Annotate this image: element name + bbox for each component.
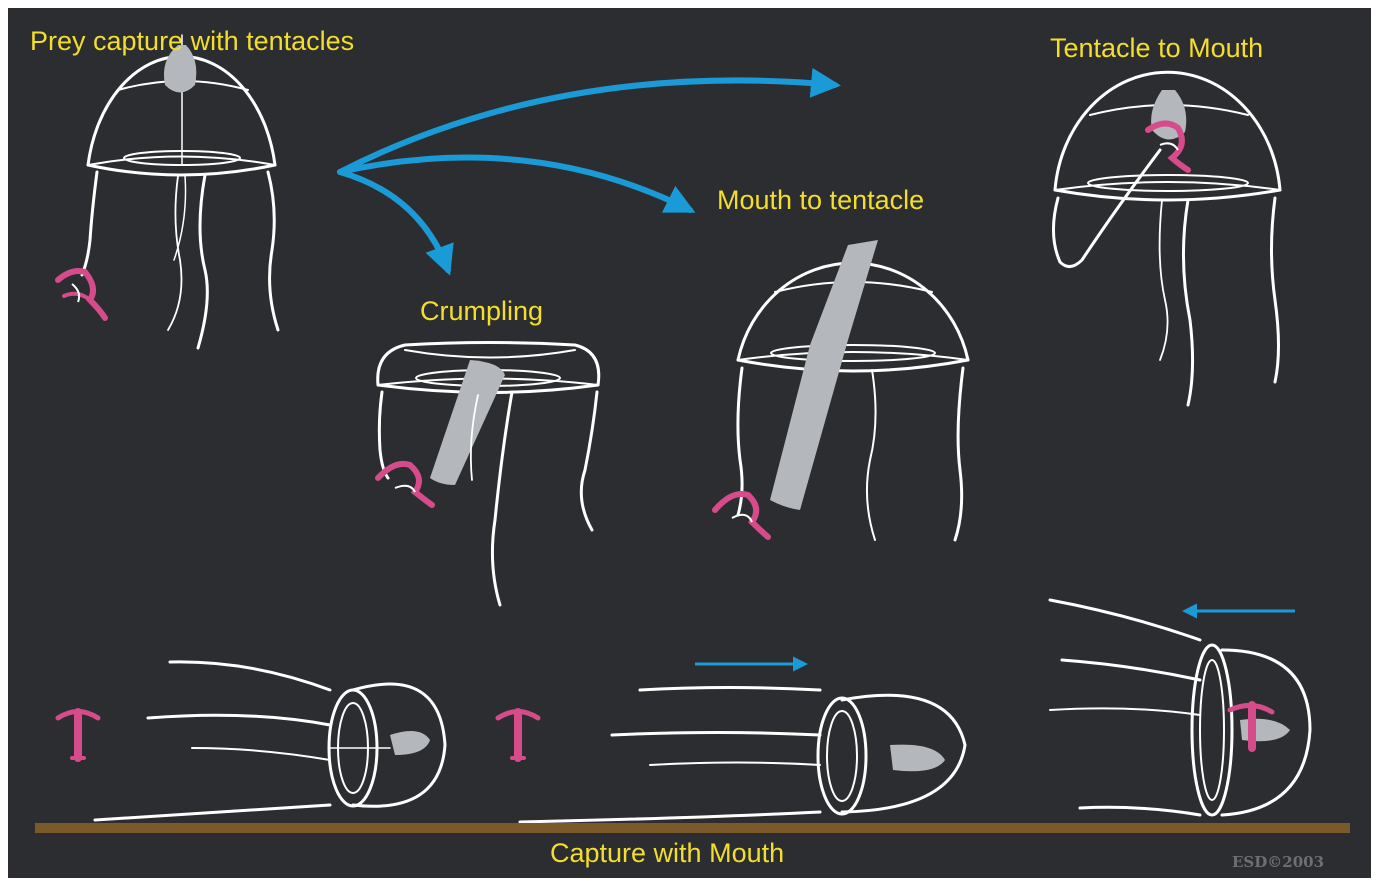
jellyfish-swim-2 — [520, 688, 965, 823]
ground-line — [35, 823, 1350, 833]
prey-shrimp-2 — [378, 464, 432, 505]
jellyfish-swim-3 — [1050, 600, 1310, 815]
copyright-credit: ESD©2003 — [1232, 853, 1324, 871]
label-tentacle-to-mouth: Tentacle to Mouth — [1050, 33, 1263, 64]
arrow-to-mouth-to-tentacle — [340, 158, 690, 210]
straight-arrows — [695, 611, 1295, 664]
arrows — [340, 80, 835, 270]
prey-shrimp-5 — [58, 712, 98, 759]
prey-shrimp-6 — [498, 712, 538, 759]
jellyfish-mouth-to-tentacle — [738, 240, 968, 540]
label-mouth-to-tentacle: Mouth to tentacle — [717, 185, 924, 216]
label-capture-with-mouth: Capture with Mouth — [550, 838, 784, 869]
prey-shrimp-1 — [58, 271, 105, 318]
label-crumpling: Crumpling — [420, 296, 543, 327]
jellyfish-crumpling — [378, 343, 599, 606]
jellyfish-prey-capture — [82, 35, 278, 348]
jellyfish-swim-1 — [95, 662, 445, 820]
arrow-to-crumpling — [340, 172, 448, 270]
label-prey-capture: Prey capture with tentacles — [30, 26, 354, 57]
